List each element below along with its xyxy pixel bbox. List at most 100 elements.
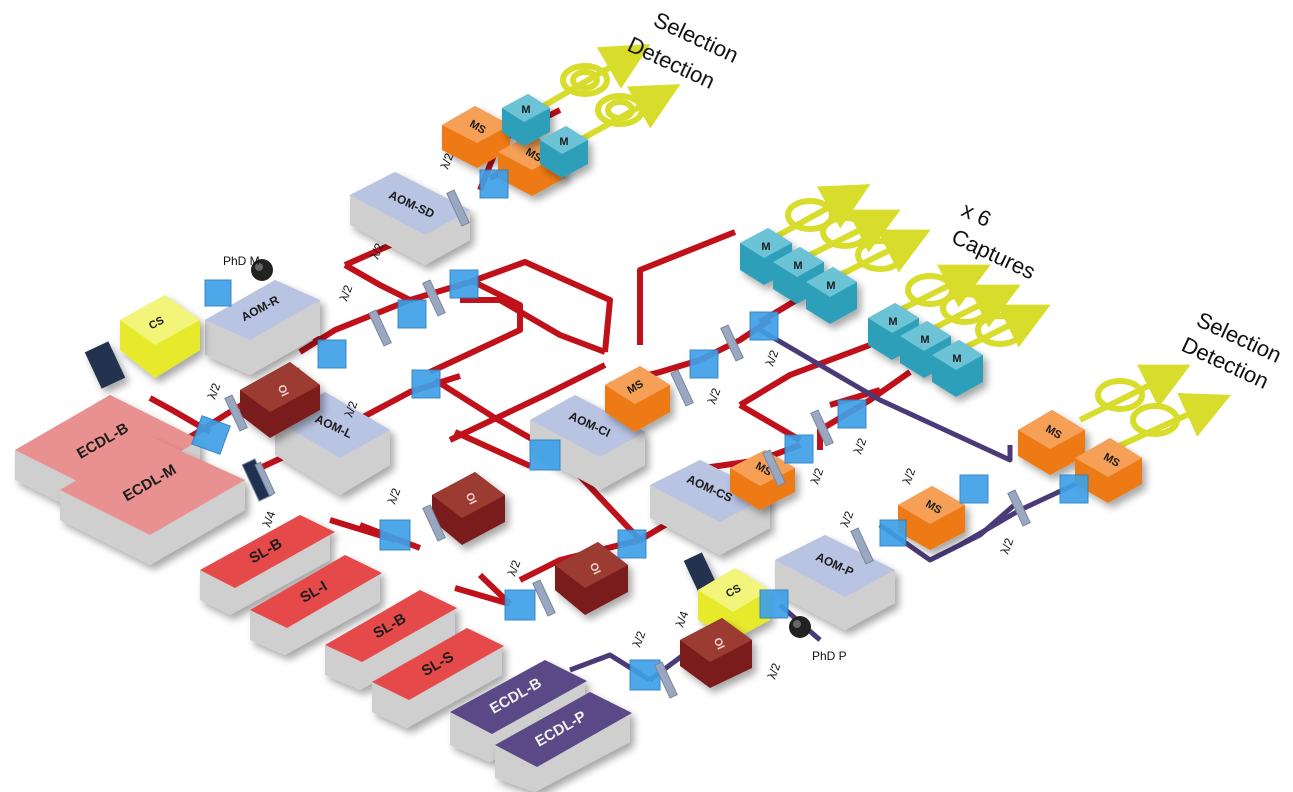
optical-isolator-3: OI	[555, 542, 628, 615]
wp-label: λ/2	[851, 436, 870, 456]
laser-ecdl-b-purple: ECDL-B	[450, 660, 587, 762]
waveplate	[762, 449, 786, 487]
svg-text:M: M	[793, 260, 802, 272]
header-line: Captures	[948, 224, 1039, 284]
pbs-cube	[504, 589, 536, 621]
svg-text:M: M	[952, 353, 961, 365]
waveplate-labels: λ/2 λ/2 λ/2 λ/2 λ/2 λ/4 λ/2 λ/2 λ/2 λ/2 …	[205, 151, 1017, 681]
header-selection-detection-right: Selection Detection	[1178, 307, 1286, 394]
ms-modules: MS MS MS MS MS MS MS	[442, 106, 1142, 550]
waveplate	[254, 461, 276, 497]
coupler-m: M	[502, 94, 550, 146]
pbs-cube	[449, 269, 479, 299]
optical-isolator-2: OI	[432, 472, 505, 545]
waveplate	[720, 324, 744, 362]
laser-ecdl-p: ECDL-P	[495, 692, 632, 792]
phd-p-label: PhD P	[812, 649, 847, 663]
oi-label: OI	[711, 636, 727, 652]
waveplate	[1007, 489, 1031, 527]
photodiode-m: PhD M	[223, 254, 273, 281]
waveplate	[446, 189, 470, 227]
svg-text:M: M	[521, 104, 530, 116]
waveplate	[422, 504, 446, 542]
pbs-cube	[1059, 474, 1089, 504]
pbs-cube	[879, 519, 907, 547]
wp-label: λ/2	[205, 381, 224, 401]
optical-isolator-1: OI	[240, 362, 320, 438]
pbs-cube	[529, 439, 561, 471]
waveplate	[224, 394, 248, 432]
phd-m-label: PhD M	[223, 254, 260, 268]
pbs-cube	[379, 519, 411, 551]
pbs-cube	[759, 589, 789, 619]
svg-text:M: M	[920, 334, 929, 346]
pbs-cube	[191, 415, 231, 455]
oi-label: OI	[587, 561, 603, 577]
wp-label: λ/2	[900, 466, 919, 486]
wp-label: λ/2	[385, 486, 404, 506]
svg-text:M: M	[826, 280, 835, 292]
ms-module: MS	[605, 366, 670, 432]
beam-splitter-cubes	[191, 169, 1089, 691]
wp-label: λ/2	[705, 386, 724, 406]
coupler-m: M	[806, 267, 857, 324]
oi-label: OI	[463, 491, 479, 507]
optical-isolator-4: OI	[680, 618, 752, 688]
pbs-cube	[397, 299, 427, 329]
pbs-cube	[749, 311, 779, 341]
pbs-cube	[617, 529, 647, 559]
pbs-cube	[784, 434, 814, 464]
waveplate	[654, 661, 678, 699]
ms-module: MS	[730, 450, 795, 510]
photodiode-p: PhD P	[789, 616, 847, 663]
laser-sl-b-2: SL-B	[325, 590, 457, 690]
wp-label: λ/2	[630, 629, 649, 649]
aom-sd: AOM-SD	[350, 172, 470, 265]
pbs-cube	[837, 399, 867, 429]
wp-label: λ/2	[505, 558, 524, 578]
pbs-cube	[959, 474, 989, 504]
svg-text:M: M	[559, 136, 568, 148]
wp-label: λ/2	[808, 466, 827, 486]
oi-label: OI	[275, 383, 291, 399]
pbs-cube	[317, 339, 347, 369]
wp-label: λ/2	[368, 241, 387, 261]
waveplates	[224, 189, 1031, 699]
laser-sl-i: SL-I	[250, 555, 382, 655]
wp-label: λ/2	[763, 348, 782, 368]
waveplate	[368, 309, 392, 347]
pbs-cube	[204, 279, 232, 307]
ms-module: MS	[1075, 438, 1142, 503]
pbs-cube	[411, 369, 441, 399]
coupler-m: M	[540, 126, 588, 178]
pbs-cube	[689, 349, 719, 379]
laser-sl-b-1: SL-B	[200, 515, 335, 615]
aom-r: AOM-R	[205, 280, 320, 375]
cs-cell-m: CS	[84, 295, 200, 389]
waveplate	[810, 409, 834, 447]
coupler-m: M	[932, 340, 983, 397]
ms-module: MS	[1018, 410, 1085, 475]
waveplate	[422, 279, 446, 317]
header-selection-detection-top: Selection Detection	[624, 7, 743, 94]
laser-ecdl-m: ECDL-M	[60, 437, 245, 565]
wp-label: λ/4	[673, 609, 692, 629]
waveplate	[532, 579, 556, 617]
wp-label: λ/2	[838, 509, 857, 529]
wp-label: λ/2	[438, 151, 457, 171]
wp-label: λ/2	[998, 536, 1017, 556]
svg-text:M: M	[888, 316, 897, 328]
waveplate	[850, 527, 874, 565]
fiber-couplers: M M M M M M M	[502, 94, 983, 397]
svg-text:M: M	[761, 241, 770, 253]
laser-sl-s: SL-S	[372, 628, 504, 728]
ms-module: MS	[898, 486, 965, 550]
wp-label: λ/2	[337, 283, 356, 303]
wp-label: λ/2	[765, 661, 784, 681]
wp-label: λ/2	[342, 399, 361, 419]
ms-module: MS	[442, 106, 510, 168]
header-captures: x 6 Captures	[948, 197, 1039, 284]
pbs-cube	[479, 169, 509, 199]
wp-label: λ/4	[260, 509, 279, 529]
